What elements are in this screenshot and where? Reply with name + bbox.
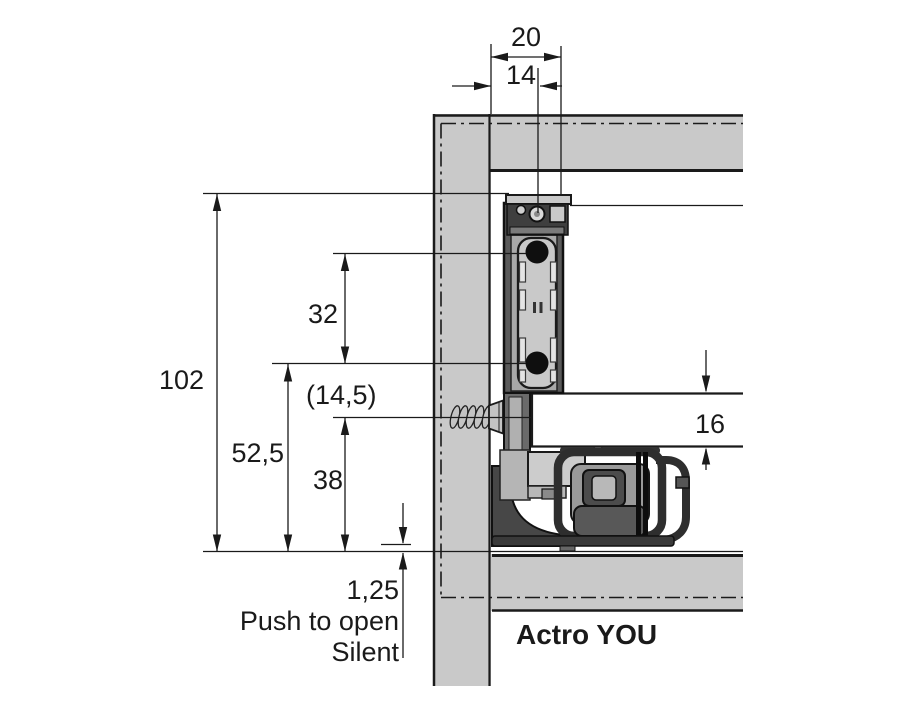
dimension-20: 20 [491, 22, 561, 62]
dimension-38: 38 [313, 418, 350, 552]
dim-14-label: 14 [506, 60, 536, 90]
dimension-16: 16 [695, 350, 725, 470]
dimension-1-25: 1,25 [346, 503, 408, 658]
dim-16-label: 16 [695, 409, 725, 439]
dim-38-label: 38 [313, 465, 343, 495]
dim-1-25-label: 1,25 [346, 575, 399, 605]
drawer-bottom-panel [530, 392, 743, 448]
dimension-14-5-ref: (14,5) [306, 380, 377, 410]
dimension-102: 102 [159, 194, 222, 552]
dimension-52-5: 52,5 [231, 364, 293, 552]
runner-lower-mechanism [491, 447, 690, 552]
screw-hole-lower [525, 351, 549, 375]
dim-14-5-label: (14,5) [306, 380, 377, 410]
dimension-14: 14 [452, 60, 562, 91]
extension-lines [203, 44, 743, 553]
runner-carriage [516, 236, 558, 390]
runner-vertical-rail [502, 194, 572, 456]
screw-hole-upper [525, 240, 549, 264]
note-push-to-open: Push to open [240, 606, 399, 636]
dim-102-label: 102 [159, 365, 204, 395]
note-silent: Silent [331, 637, 399, 667]
cabinet-side-panel [432, 114, 491, 686]
product-label: Actro YOU [516, 619, 657, 650]
dim-20-label: 20 [511, 22, 541, 52]
dim-32-label: 32 [308, 299, 338, 329]
dimension-32: 32 [308, 254, 350, 364]
section-centerlines [440, 122, 743, 599]
cabinet-bottom-panel [491, 554, 743, 612]
dim-52-5-label: 52,5 [231, 438, 284, 468]
